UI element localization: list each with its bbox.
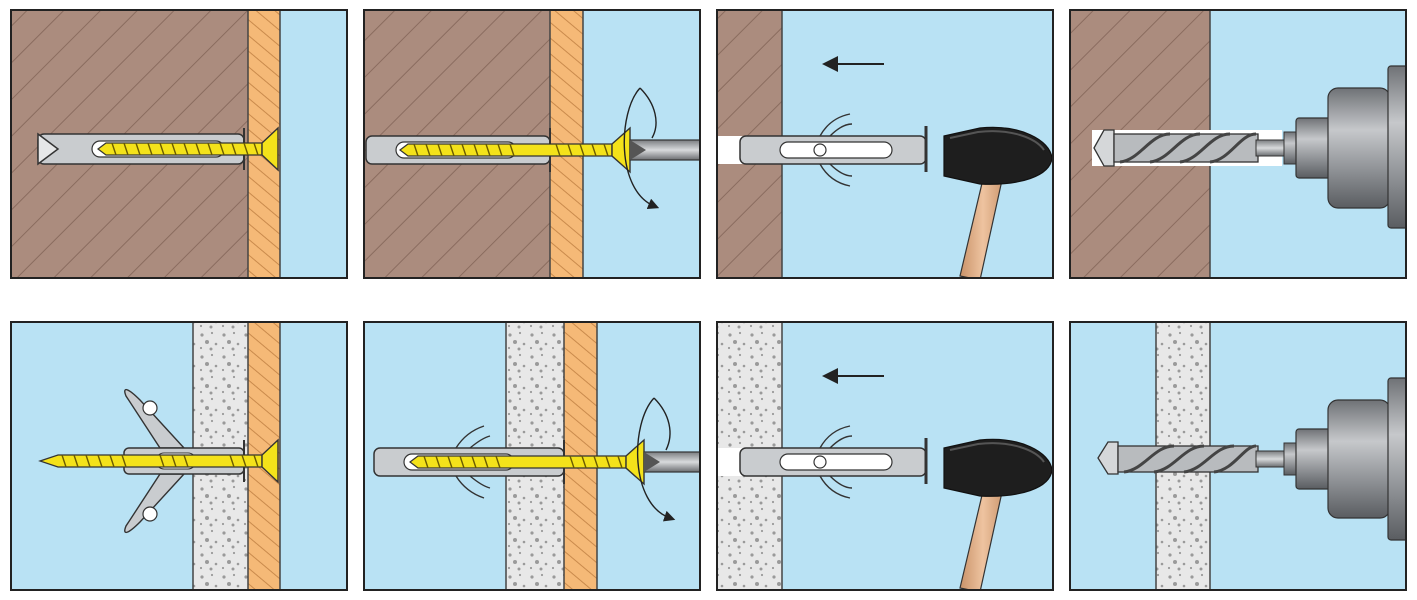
- rotation-arrow-icon: [623, 87, 660, 209]
- panel-brick-hammer: [717, 10, 1053, 278]
- screwdriver: [629, 139, 700, 161]
- yellow-screw: [409, 438, 645, 486]
- screwdriver: [643, 451, 700, 473]
- panel-brick-screw-turning: [364, 10, 700, 278]
- panel-concrete-hammer: [717, 322, 1053, 590]
- wall-anchor: [739, 113, 928, 187]
- hammer: [943, 438, 1053, 590]
- panel-concrete-screw-turning: [364, 322, 700, 590]
- drill-bit: [1097, 441, 1287, 475]
- panel-concrete-anchor-expanded: [11, 322, 347, 590]
- drill-chuck: [1283, 377, 1406, 541]
- panel-concrete-drilling: [1070, 322, 1406, 590]
- panel-brick-drilling: [1070, 10, 1406, 278]
- rotation-arrow-icon: [636, 397, 676, 522]
- panel-brick-screw-set: [11, 10, 347, 278]
- yellow-screw: [38, 438, 279, 484]
- yellow-screw: [97, 126, 279, 172]
- hammer: [943, 126, 1053, 278]
- wall-anchor: [739, 425, 928, 499]
- drill-chuck: [1283, 65, 1406, 229]
- drill-bit: [1092, 129, 1287, 167]
